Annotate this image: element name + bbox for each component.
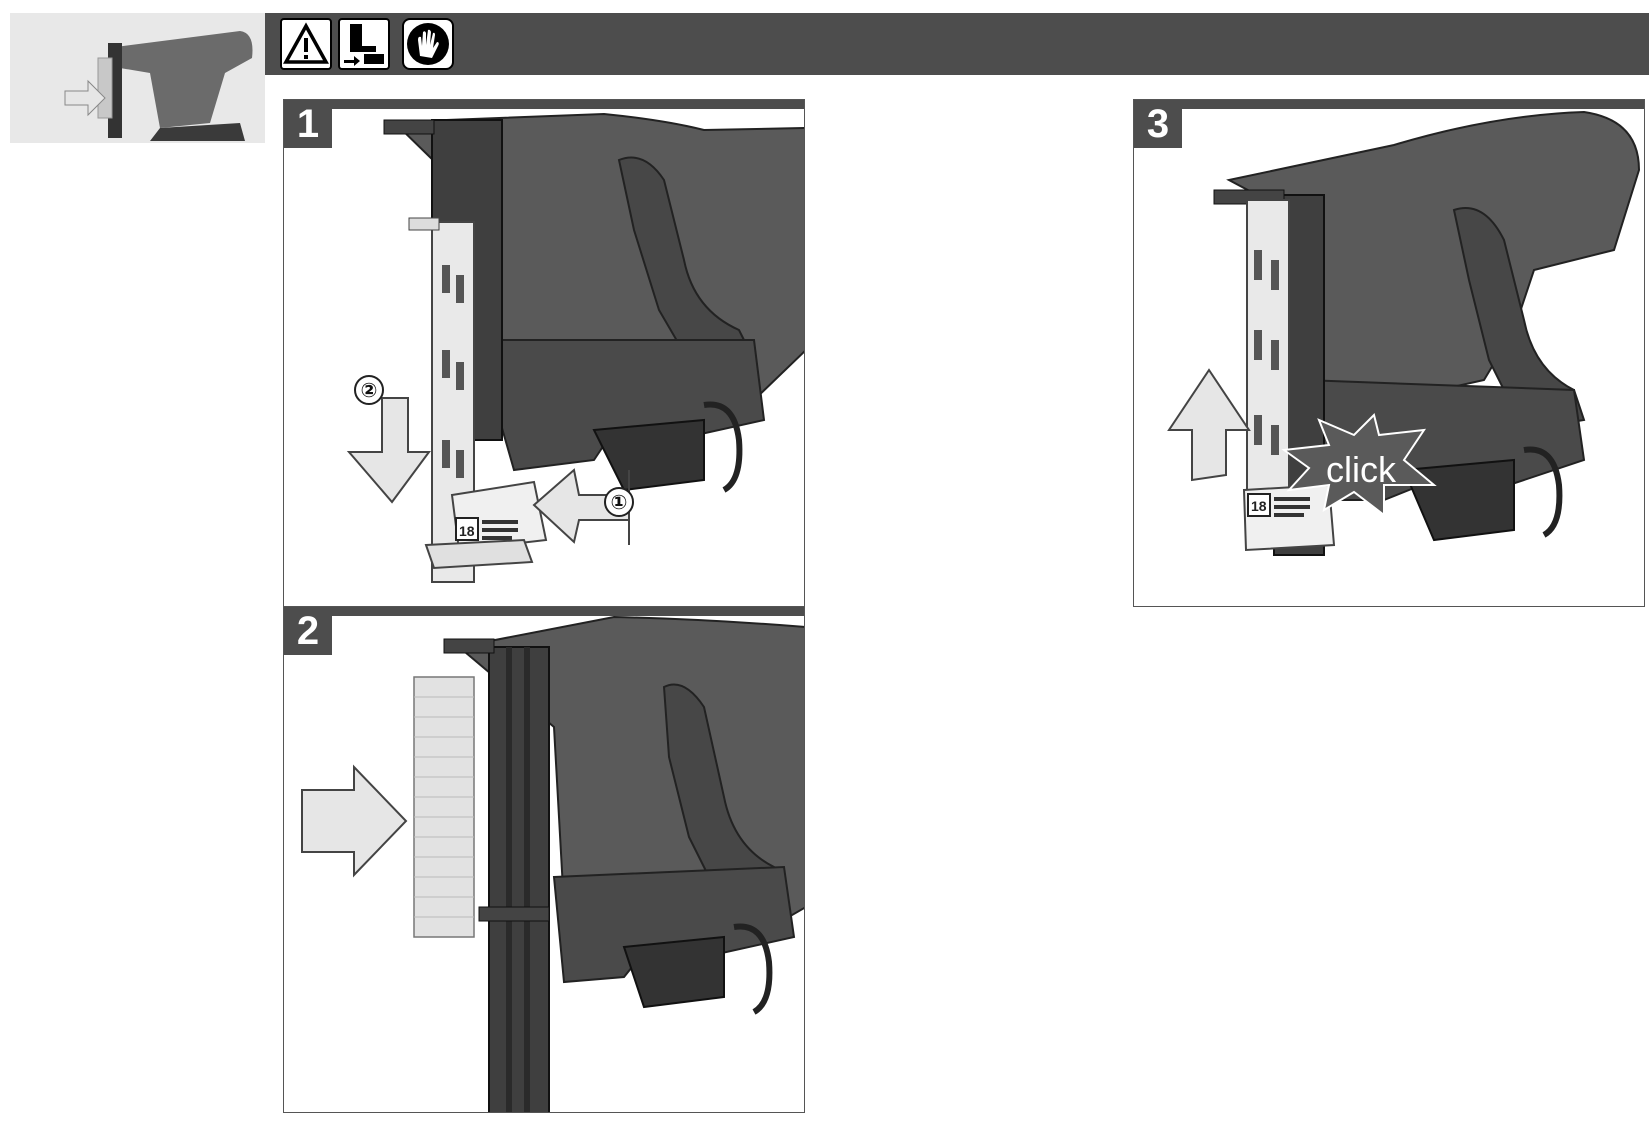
callout-1-circle: [604, 487, 634, 517]
step-2-badge: 2: [284, 607, 332, 655]
step-3-illustration: 18 click: [1167, 110, 1641, 556]
push-down-arrow: [346, 397, 431, 504]
overview-thumbnail: [10, 13, 265, 143]
click-label: click: [1326, 449, 1397, 490]
remove-battery-icon: [338, 18, 390, 70]
callout-2: ②: [361, 378, 378, 402]
stapler-overview-image: [10, 13, 265, 143]
warning-icon: [280, 18, 332, 70]
wear-gloves-icon: [402, 18, 454, 70]
callout-2-circle: [354, 375, 384, 405]
step-1-panel: 1 18 ② ① 1: [283, 99, 805, 612]
insert-staples-arrow: [301, 764, 408, 878]
step-1-illustration: 18 ② ①: [346, 112, 804, 583]
step-2-illustration: [301, 615, 804, 1112]
step-2-panel: 2: [283, 606, 805, 1113]
click-burst: [1281, 413, 1437, 518]
header-bar: [265, 13, 1649, 75]
staple-strip: [413, 676, 475, 938]
push-left-arrow: [532, 468, 630, 545]
step-3-panel: 18 click 3: [1133, 99, 1645, 607]
callout-1: ①: [611, 490, 628, 514]
step-3-badge: 3: [1134, 100, 1182, 148]
step-1-badge: 1: [284, 100, 332, 148]
magazine-size-label-3: 18: [1251, 498, 1267, 514]
push-up-arrow: [1167, 368, 1251, 482]
magazine-size-label: 18: [459, 523, 475, 539]
